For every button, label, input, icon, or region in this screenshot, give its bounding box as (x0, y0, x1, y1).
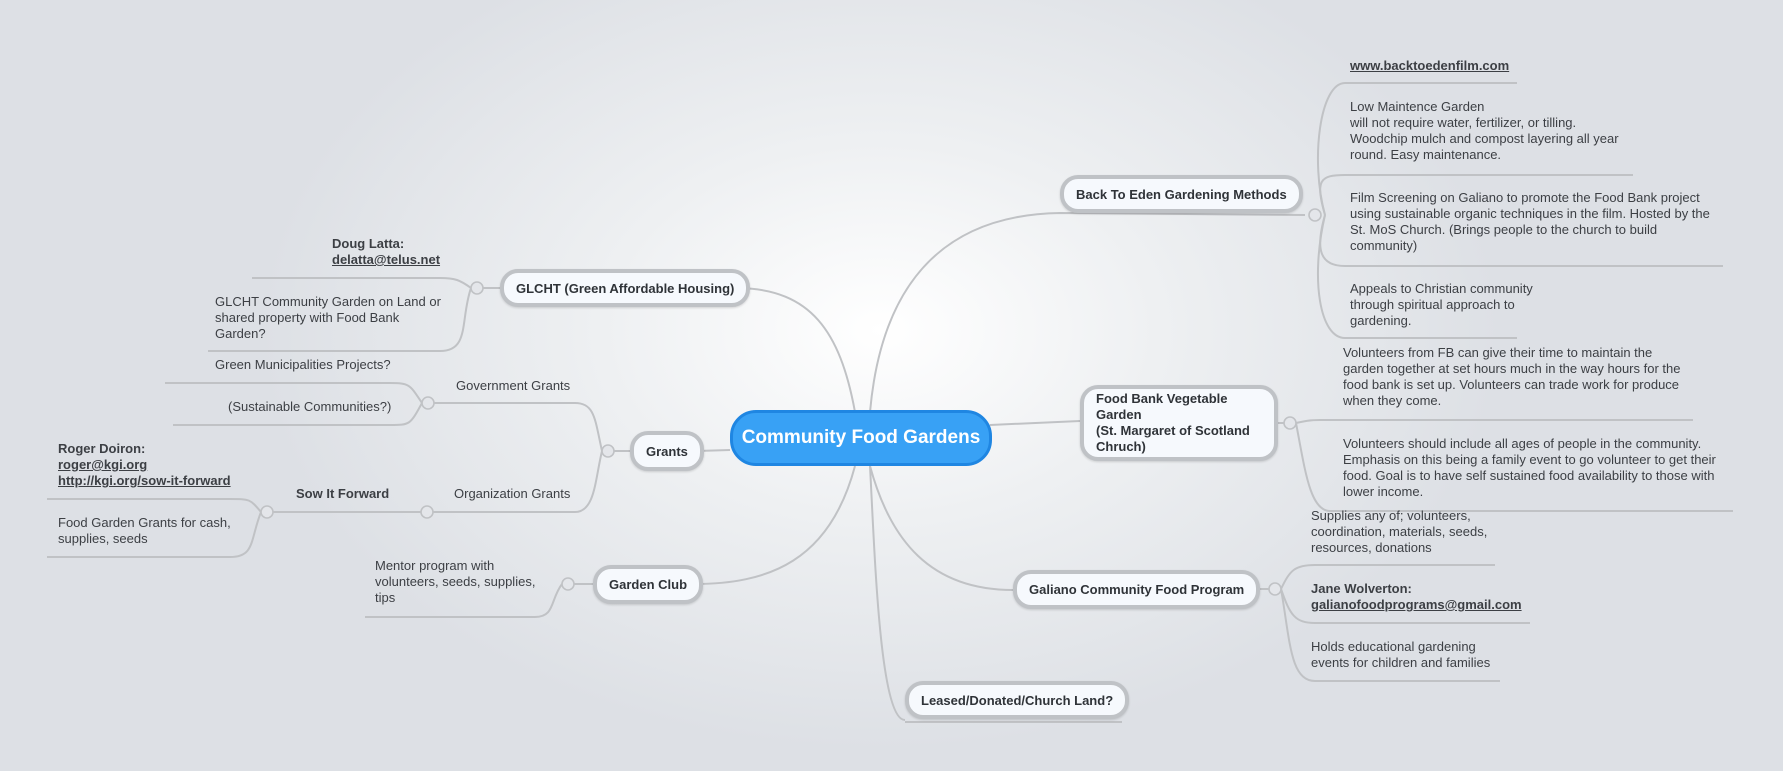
subtopic-sow-it-forward[interactable]: Sow It Forward (296, 486, 390, 501)
collapse-toggle[interactable] (420, 505, 434, 519)
leaf-volunteers-fb[interactable]: Volunteers from FB can give their time t… (1343, 345, 1681, 408)
contact-email-roger[interactable]: roger@kgi.org (58, 457, 148, 472)
leaf-educational-events[interactable]: Holds educational gardening events for c… (1311, 639, 1491, 670)
leaf-sustainable-communities[interactable]: (Sustainable Communities?) (228, 399, 392, 414)
collapse-toggle[interactable] (260, 505, 274, 519)
topic-leased-land[interactable]: Leased/Donated/Church Land? (905, 681, 1130, 719)
collapse-toggle[interactable] (421, 396, 435, 410)
topic-garden-club[interactable]: Garden Club (593, 565, 704, 604)
topic-food-bank-garden[interactable]: Food Bank Vegetable Garden (St. Margaret… (1080, 385, 1278, 461)
collapse-toggle[interactable] (1308, 208, 1322, 222)
collapse-toggle[interactable] (1283, 416, 1297, 430)
leaf-supplies[interactable]: Supplies any of; volunteers, coordinatio… (1311, 508, 1488, 555)
collapse-toggle[interactable] (601, 444, 615, 458)
link-backtoeden[interactable]: www.backtoedenfilm.com (1350, 58, 1510, 73)
contact-name-doug: Doug Latta: (332, 236, 405, 251)
central-topic[interactable]: Community Food Gardens (730, 410, 992, 466)
leaf-mentor-program[interactable]: Mentor program with volunteers, seeds, s… (375, 558, 536, 605)
subtopic-government-grants[interactable]: Government Grants (456, 378, 571, 393)
collapse-toggle[interactable] (470, 281, 484, 295)
subtopic-organization-grants[interactable]: Organization Grants (454, 486, 571, 501)
leaf-green-municipalities[interactable]: Green Municipalities Projects? (215, 357, 391, 372)
topic-galiano-program[interactable]: Galiano Community Food Program (1013, 570, 1261, 609)
contact-name-roger: Roger Doiron: (58, 441, 146, 456)
contact-email-jane[interactable]: galianofoodprograms@gmail.com (1311, 597, 1522, 612)
leaf-glcht-garden[interactable]: GLCHT Community Garden on Land or shared… (215, 294, 441, 341)
link-sow-it-forward[interactable]: http://kgi.org/sow-it-forward (58, 473, 231, 488)
collapse-toggle[interactable] (1268, 582, 1282, 596)
topic-back-to-eden[interactable]: Back To Eden Gardening Methods (1060, 175, 1303, 213)
leaf-film-screening[interactable]: Film Screening on Galiano to promote the… (1350, 190, 1710, 253)
topic-grants[interactable]: Grants (630, 431, 704, 471)
topic-glcht[interactable]: GLCHT (Green Affordable Housing) (500, 269, 751, 307)
collapse-toggle[interactable] (561, 577, 575, 591)
contact-email-doug[interactable]: delatta@telus.net (332, 252, 441, 267)
leaf-volunteers-ages[interactable]: Volunteers should include all ages of pe… (1343, 436, 1716, 499)
leaf-low-maintenance[interactable]: Low Maintence Garden will not require wa… (1350, 99, 1619, 162)
leaf-appeals[interactable]: Appeals to Christian community through s… (1350, 281, 1533, 328)
contact-name-jane: Jane Wolverton: (1311, 581, 1412, 596)
leaf-food-garden-grants[interactable]: Food Garden Grants for cash, supplies, s… (58, 515, 231, 546)
